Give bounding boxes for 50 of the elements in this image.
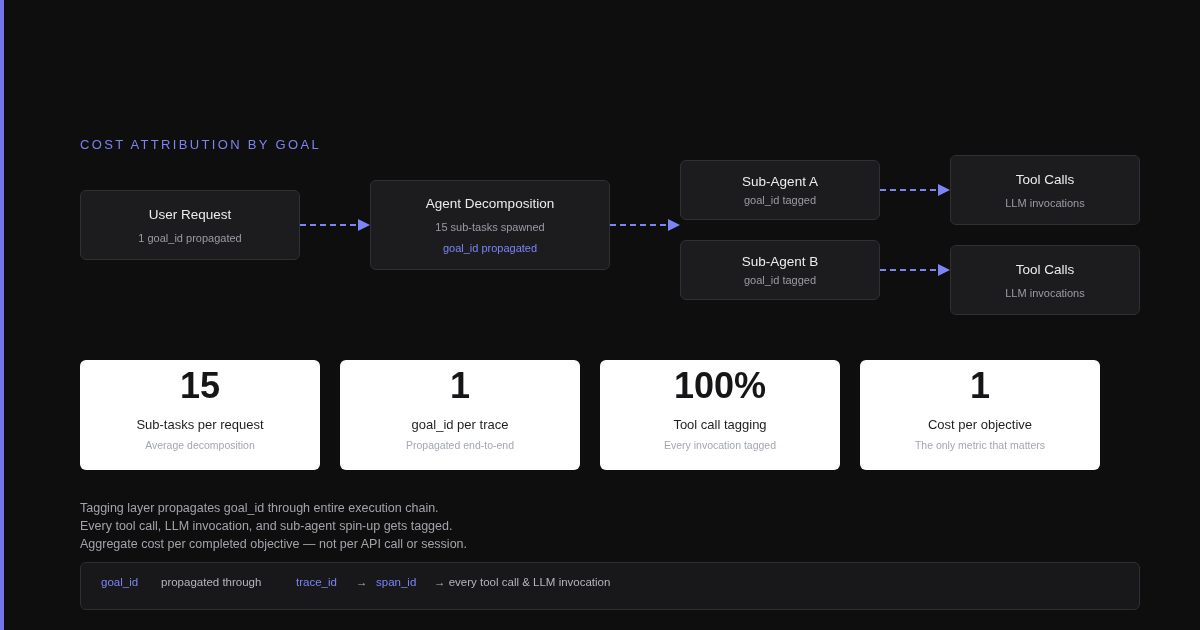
node-title: Tool Calls bbox=[1015, 260, 1075, 279]
process-box bbox=[680, 160, 880, 220]
highlighted-note: goal_id propagated bbox=[442, 241, 538, 255]
stat-card bbox=[340, 360, 580, 470]
node-subtitle: LLM invocations bbox=[1005, 195, 1085, 210]
dashed-arrow bbox=[609, 219, 681, 231]
stat-value: 1 bbox=[970, 366, 990, 406]
node-title: Sub-Agent B bbox=[741, 253, 819, 271]
code-strip bbox=[80, 562, 1140, 610]
node-title: Tool Calls bbox=[1015, 170, 1075, 189]
node-title: User Request bbox=[148, 205, 232, 224]
id-token: span_id bbox=[376, 575, 417, 590]
dashed-arrow bbox=[879, 264, 951, 276]
process-box bbox=[370, 180, 610, 270]
node-title: Sub-Agent A bbox=[742, 173, 818, 191]
process-box bbox=[680, 240, 880, 300]
stat-caption: Propagated end-to-end bbox=[406, 438, 514, 452]
flow-text: → every tool call & LLM invocation bbox=[434, 575, 611, 590]
body-text: Tagging layer propagates goal_id through entire execution chain. bbox=[80, 500, 440, 517]
node-subtitle: 15 sub-tasks spawned bbox=[435, 220, 545, 234]
stat-caption: The only metric that matters bbox=[914, 438, 1046, 452]
body-text: Every tool call, LLM invocation, and sub-agent spin-up gets tagged. bbox=[80, 518, 454, 535]
stat-card bbox=[600, 360, 840, 470]
dashed-arrow bbox=[879, 184, 951, 196]
stat-value: 15 bbox=[179, 366, 220, 406]
process-box bbox=[80, 190, 300, 260]
stat-caption: Every invocation tagged bbox=[663, 438, 777, 452]
id-token: goal_id bbox=[101, 575, 139, 590]
stat-value: 100% bbox=[673, 366, 767, 406]
stat-card bbox=[860, 360, 1100, 470]
node-subtitle: LLM invocations bbox=[1005, 285, 1085, 300]
stat-value: 1 bbox=[450, 366, 470, 406]
flow-text: propagated through bbox=[161, 575, 262, 590]
process-box bbox=[950, 245, 1140, 315]
process-box bbox=[950, 155, 1140, 225]
node-subtitle: goal_id tagged bbox=[743, 193, 817, 207]
dashed-arrow bbox=[299, 219, 371, 231]
stat-label: Sub-tasks per request bbox=[136, 416, 264, 434]
stat-label: goal_id per trace bbox=[411, 416, 509, 434]
node-subtitle: 1 goal_id propagated bbox=[138, 230, 242, 245]
stat-card bbox=[80, 360, 320, 470]
section-heading: COST ATTRIBUTION BY GOAL bbox=[80, 137, 322, 153]
node-subtitle: goal_id tagged bbox=[743, 273, 817, 287]
id-token: trace_id bbox=[296, 575, 337, 590]
stat-label: Cost per objective bbox=[927, 416, 1033, 434]
node-title: Agent Decomposition bbox=[425, 195, 555, 213]
flow-text: → bbox=[356, 575, 368, 590]
stat-caption: Average decomposition bbox=[145, 438, 255, 452]
body-text: Aggregate cost per completed objective — not per API call or session. bbox=[80, 536, 467, 553]
stat-label: Tool call tagging bbox=[673, 416, 767, 434]
